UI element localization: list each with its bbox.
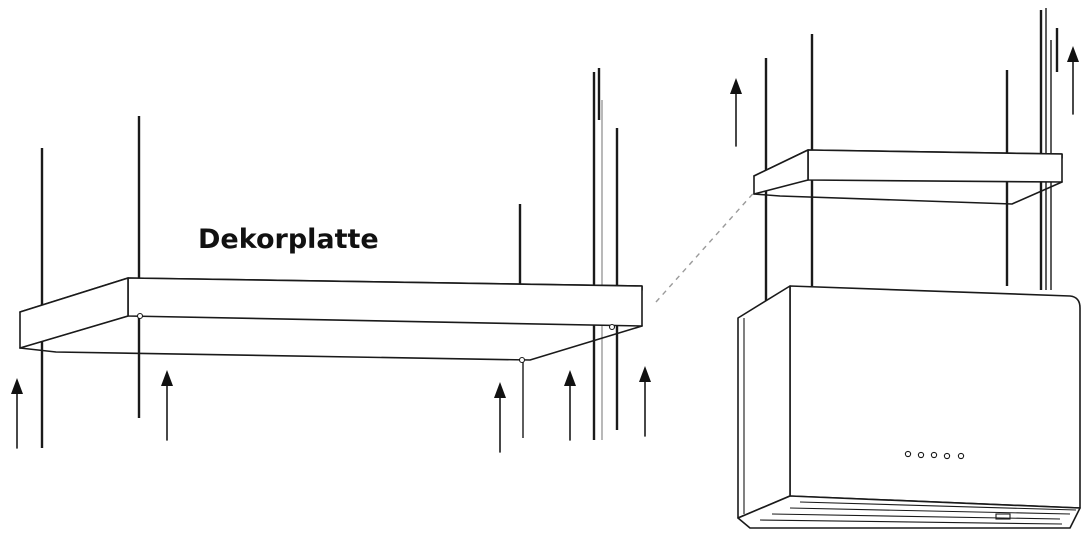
right-assembly <box>730 8 1081 529</box>
up-arrow-icon <box>161 370 173 441</box>
up-arrow-icon <box>639 366 651 437</box>
up-arrow-icon <box>494 382 506 453</box>
decor-plate <box>19 277 643 364</box>
up-arrow-icon <box>11 378 23 449</box>
cooker-hood <box>737 285 1081 529</box>
decor-plate-small <box>753 149 1063 205</box>
guide-line <box>655 187 759 303</box>
left-assembly: Dekorplatte <box>11 68 651 453</box>
up-arrow-icon <box>1067 46 1079 115</box>
up-arrow-icon <box>564 370 576 441</box>
up-arrow-icon <box>730 78 742 147</box>
decor-plate-label: Dekorplatte <box>198 224 379 255</box>
